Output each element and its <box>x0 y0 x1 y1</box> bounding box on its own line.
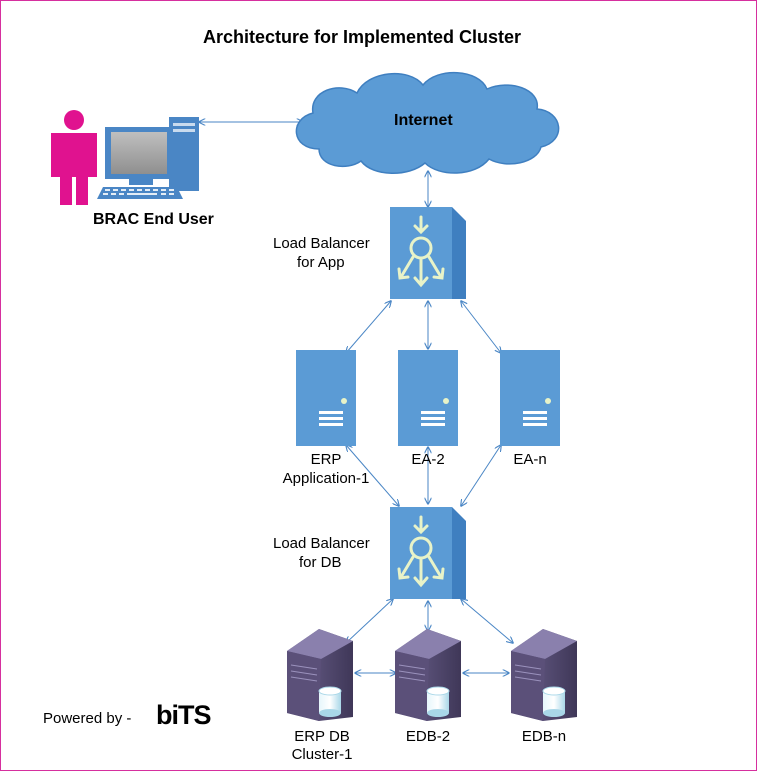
internet-label: Internet <box>394 112 453 129</box>
lb-db-label-line1: Load Balancer <box>273 535 370 552</box>
lb-app-label-line2: for App <box>297 254 345 271</box>
db-server-label-edb2: EDB-2 <box>405 728 451 745</box>
desktop-computer-icon <box>97 117 199 199</box>
connector-lb-db-edbn <box>461 599 513 643</box>
lb-app-label-line1: Load Balancer <box>273 235 370 252</box>
connector-lb-app-ean <box>461 301 501 353</box>
app-server-icon-erp <box>296 350 356 446</box>
db-server-label-erp-line1: ERP DB <box>294 728 350 745</box>
connectors <box>199 122 513 673</box>
app-server-label-ea2: EA-2 <box>411 451 445 468</box>
db-server-icon-edb2 <box>395 629 461 721</box>
connector-erp-app-lb-db <box>346 445 399 506</box>
db-server-icon-edbn <box>511 629 577 721</box>
app-server-icon-ean <box>500 350 560 446</box>
bits-logo: biTS <box>156 700 211 730</box>
load-balancer-app-icon <box>390 207 466 299</box>
app-server-label-erp-line1: ERP <box>310 451 342 468</box>
footer-powered-by: Powered by - <box>43 710 132 727</box>
end-user-label: BRAC End User <box>93 211 214 228</box>
app-server-label-erp-line2: Application-1 <box>282 470 370 487</box>
db-server-icon-erp <box>287 629 353 721</box>
app-server-label-ean: EA-n <box>513 451 547 468</box>
connector-lb-db-erp-db <box>346 599 393 643</box>
diagram-title: Architecture for Implemented Cluster <box>202 27 522 47</box>
person-icon <box>51 110 97 205</box>
connector-ean-lb-db <box>461 445 501 506</box>
app-server-icon-ea2 <box>398 350 458 446</box>
db-server-label-erp-line2: Cluster-1 <box>291 746 353 763</box>
load-balancer-db-icon <box>390 507 466 599</box>
connector-lb-app-erp-app <box>346 301 391 353</box>
internet-cloud-icon <box>295 72 560 174</box>
lb-db-label-line2: for DB <box>299 554 342 571</box>
db-server-label-edbn: EDB-n <box>521 728 567 745</box>
